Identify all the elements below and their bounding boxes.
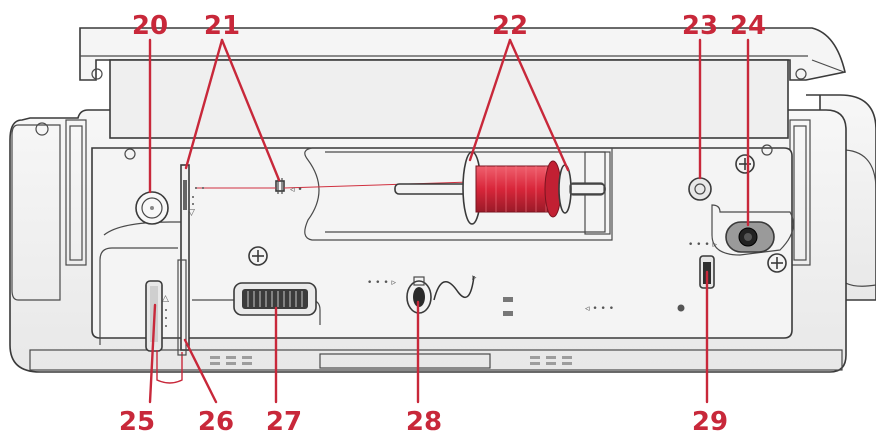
callout-28: 28: [406, 407, 442, 437]
callout-21: 21: [204, 11, 240, 41]
callout-25: 25: [119, 407, 155, 437]
callout-labels: 20 21 22 23 24 25 26 27 28 29: [119, 11, 766, 437]
spool-pins: [394, 151, 606, 225]
svg-text:◃ •: ◃ •: [290, 185, 303, 195]
threading-slot: [177, 259, 187, 356]
callout-29: 29: [692, 407, 728, 437]
svg-text:• • • ▹: • • • ▹: [367, 278, 397, 288]
callout-26: 26: [198, 407, 234, 437]
bobbin-winder-spindle: • • • ▹: [688, 154, 787, 273]
callout-20: 20: [132, 11, 168, 41]
stitch-adjust-wheel: [233, 246, 317, 316]
callout-leaders: [148, 38, 750, 404]
callout-27: 27: [266, 407, 302, 437]
second-spool-pin-hole: [688, 177, 712, 201]
leader-21a: [184, 38, 224, 170]
callout-22: 22: [492, 11, 528, 41]
svg-text:▽: ▽: [188, 208, 195, 218]
svg-text:• • • ▹: • • • ▹: [688, 240, 718, 250]
thread-guides: ▽ ◃ •: [180, 164, 471, 351]
svg-text:▹: ▹: [472, 273, 477, 283]
callout-24: 24: [730, 11, 766, 41]
bobbin-thread-tension-disc: [135, 191, 169, 225]
callout-23: 23: [682, 11, 718, 41]
leader-26: [183, 338, 218, 404]
svg-text:△: △: [162, 294, 169, 304]
leader-22a: [468, 38, 512, 162]
leader-22b: [508, 38, 570, 172]
leader-21b: [220, 38, 281, 182]
svg-text:◃ • • •: ◃ • • •: [585, 304, 614, 314]
leader-25: [148, 303, 157, 404]
